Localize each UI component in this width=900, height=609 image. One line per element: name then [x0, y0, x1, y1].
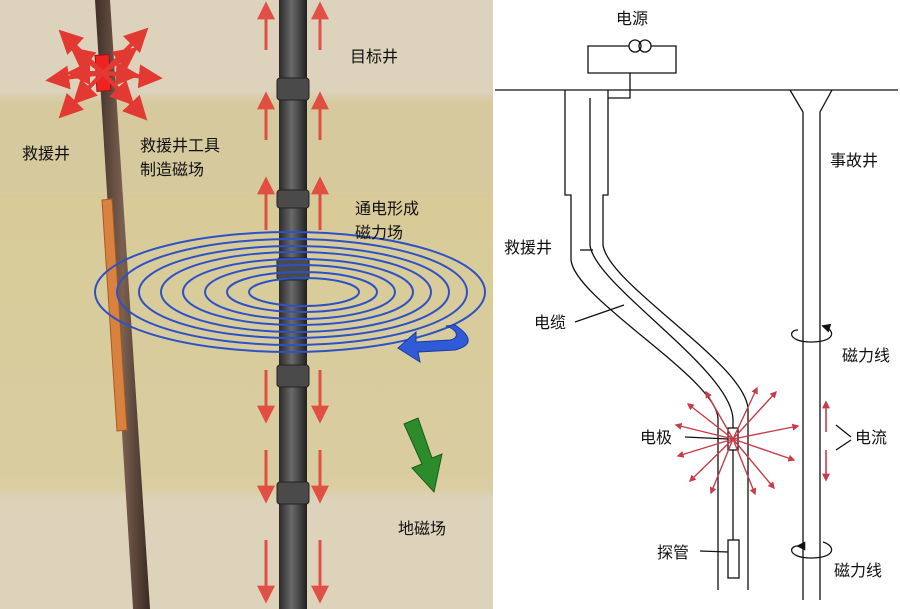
accident-well-right-wall [819, 89, 833, 600]
label-electrode: 电极 [640, 428, 673, 447]
rescue-well-left-wall [564, 90, 719, 590]
coil-direction-arrow [397, 324, 469, 364]
accident-well-left-wall [789, 89, 804, 600]
label-rescue-tool-field-1: 救援井工具 [140, 136, 221, 155]
probe-leader [699, 550, 729, 553]
label-cable: 电缆 [534, 313, 567, 332]
tool-field-arrows [45, 27, 163, 121]
cable-line [589, 98, 734, 428]
earth-field-arrow [403, 417, 443, 494]
electrode-current-arrows [674, 386, 800, 496]
current-leader-upper [835, 424, 852, 438]
label-field-line-upper: 磁力线 [842, 346, 891, 365]
rescue-casing [101, 198, 128, 432]
pipe-couplings [276, 77, 310, 505]
probe-body [727, 539, 740, 579]
target-current-arrows [257, 1, 329, 604]
label-earth-field: 地磁场 [398, 519, 447, 538]
label-rescue-well-left: 救援井 [22, 144, 71, 163]
field-loop-upper [791, 323, 833, 343]
label-power-source: 电源 [616, 9, 649, 28]
label-energized-field-2: 磁力场 [355, 223, 404, 242]
electrode-leader [684, 436, 729, 440]
field-loop-lower [791, 541, 833, 559]
label-rescue-tool-field-2: 制造磁场 [140, 160, 205, 179]
left-panel [0, 0, 493, 609]
label-accident-well: 事故井 [830, 151, 879, 170]
rescue-well-right-wall [602, 90, 749, 590]
label-target-well: 目标井 [350, 47, 399, 66]
cable-leader [574, 304, 625, 323]
label-field-line-lower: 磁力线 [834, 561, 883, 580]
label-current: 电流 [855, 428, 888, 447]
magnetic-field-coils [94, 231, 486, 353]
power-wire-right [630, 45, 677, 74]
label-probe: 探管 [657, 543, 690, 562]
power-wire-left [587, 45, 631, 99]
right-panel [495, 39, 898, 600]
current-leader-lower [835, 439, 852, 451]
label-energized-field-1: 通电形成 [355, 199, 420, 218]
label-rescue-well-right: 救援井 [504, 238, 553, 257]
